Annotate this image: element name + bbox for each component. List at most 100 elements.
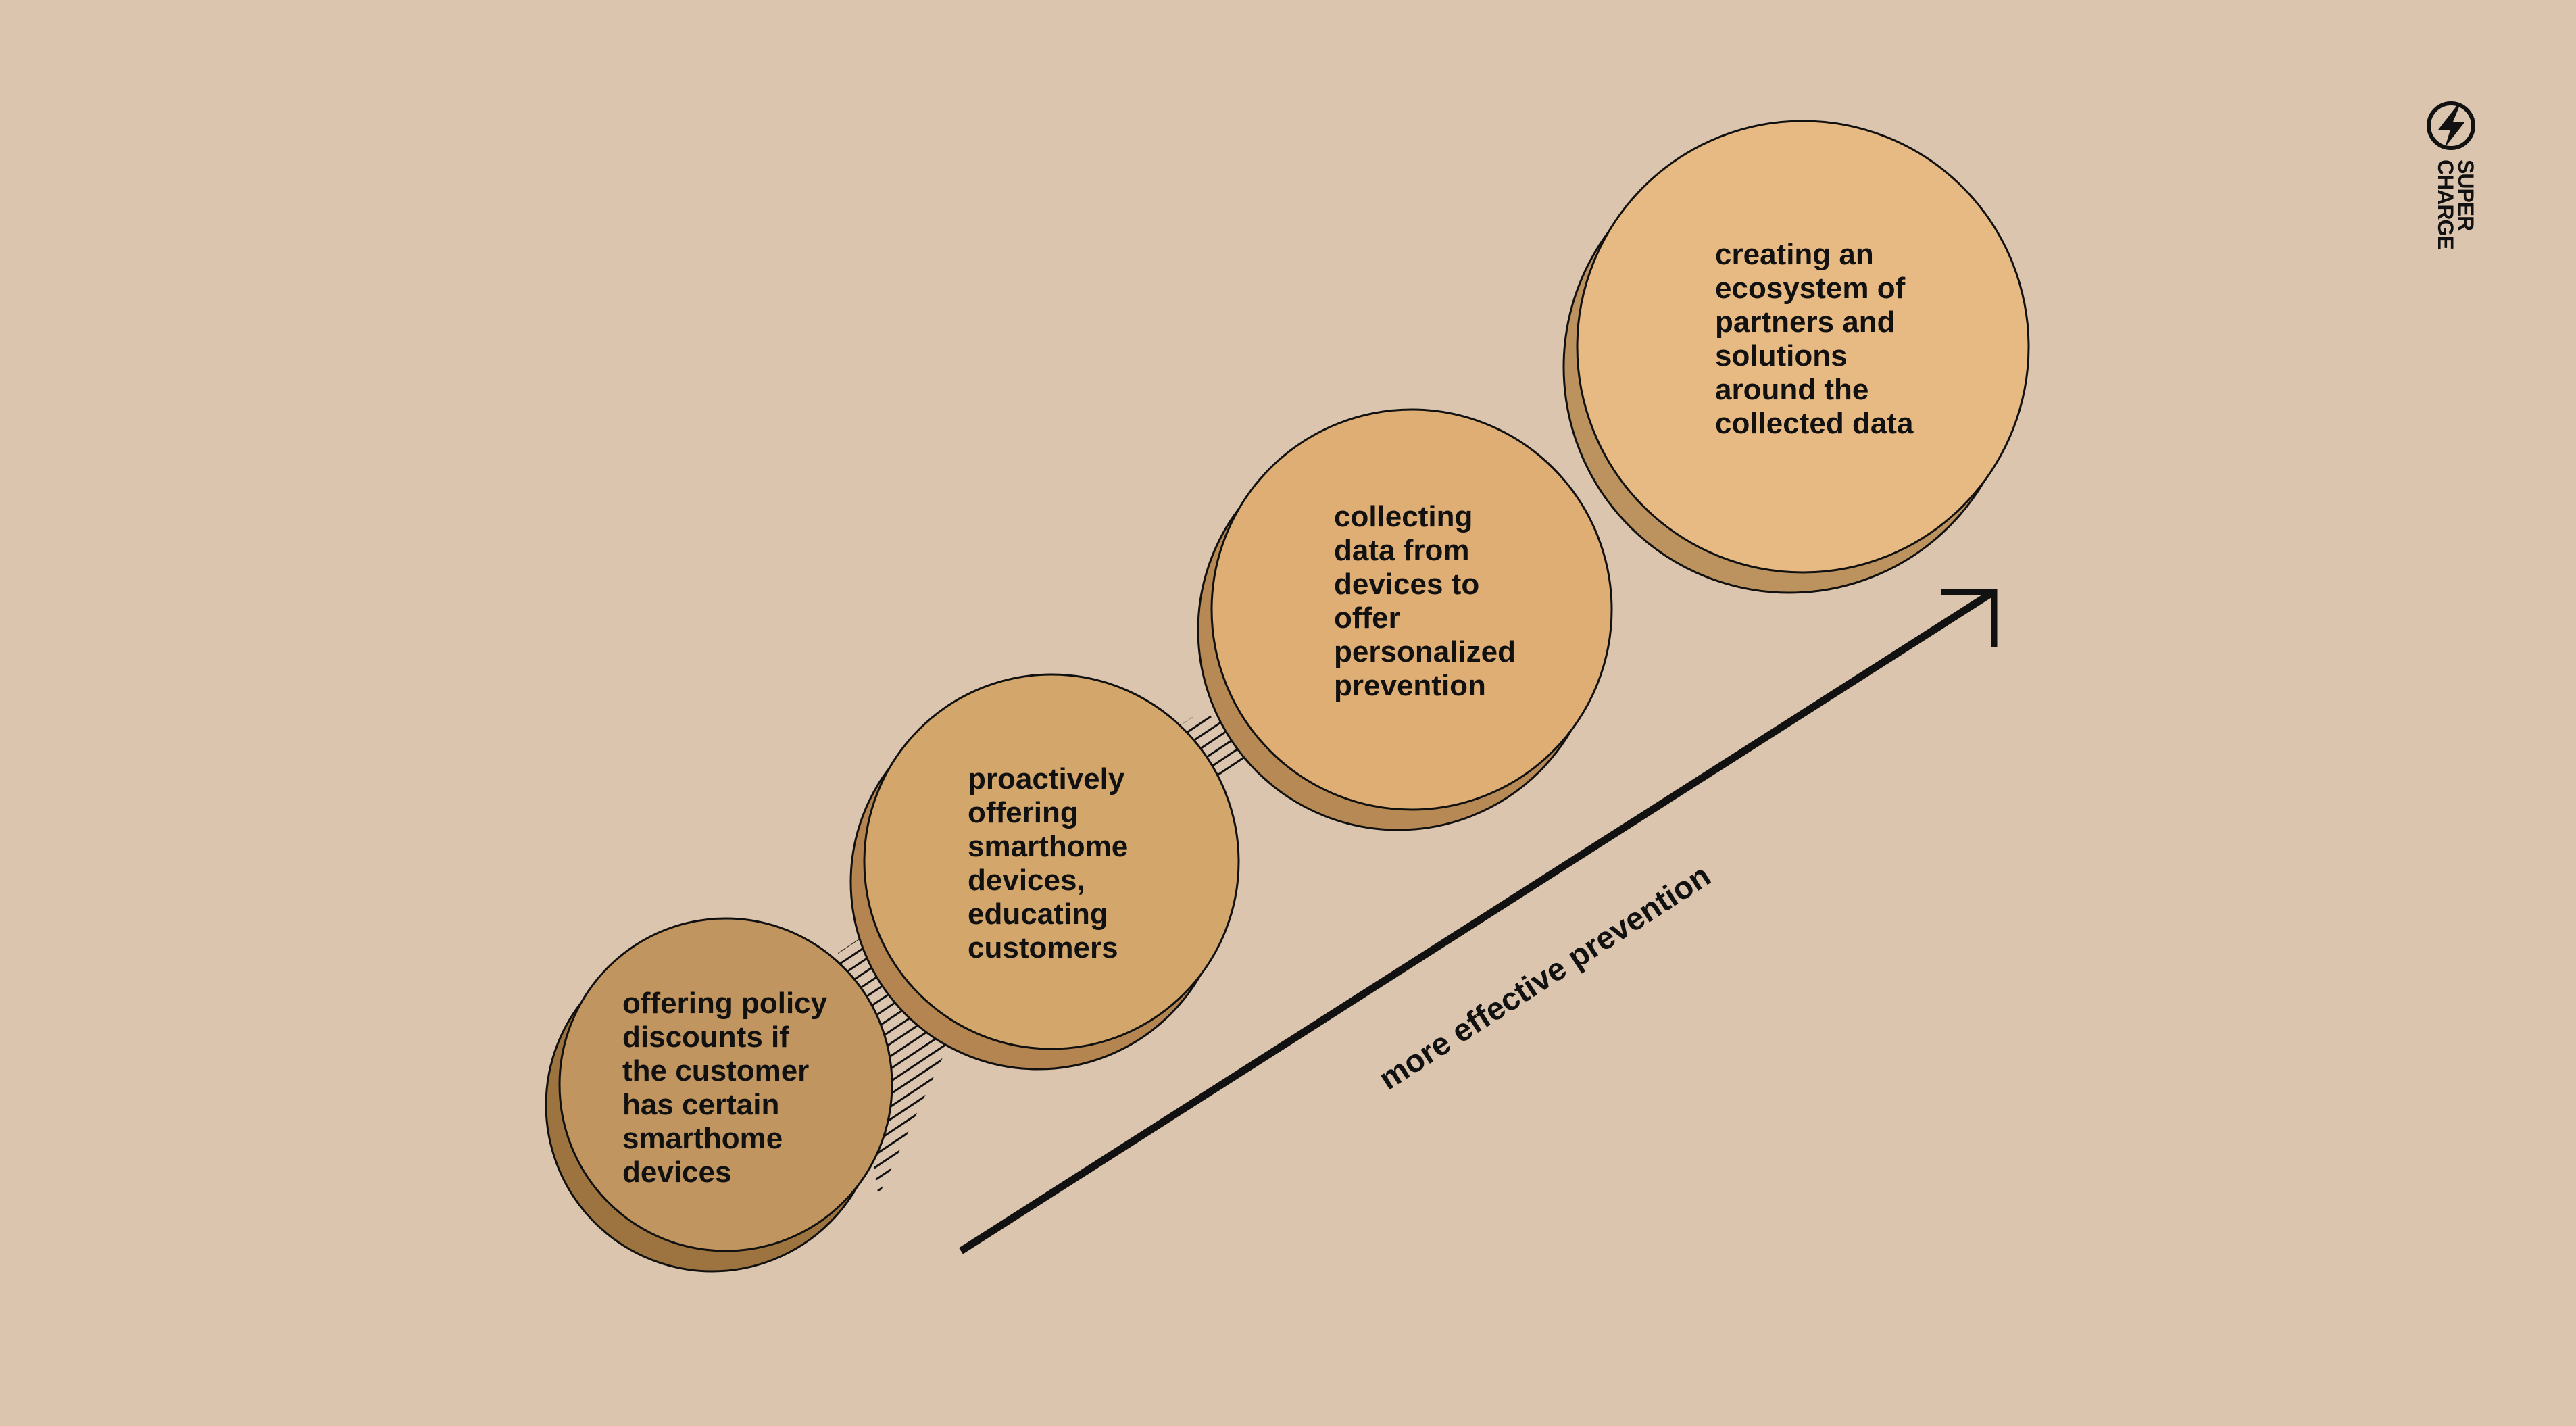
hatch-line: [1854, 715, 2027, 1196]
hatch-line: [0, 716, 114, 1284]
hatch-line: [2535, 716, 2576, 1284]
step-3-text: collecting data from devices to offer pe…: [1334, 500, 1516, 702]
hatch-line: [2573, 716, 2576, 1284]
step-3-circle: [1197, 408, 1613, 831]
hatch-line: [0, 716, 38, 1284]
hatch-line: [2044, 716, 2576, 1284]
hatch-line: [1589, 715, 2027, 1196]
hatch-line: [1797, 715, 2027, 1196]
hatch-line: [2327, 716, 2576, 1284]
hatch-line: [2308, 716, 2576, 1284]
hatched-shadow: [0, 715, 2576, 1284]
hatch-line: [1702, 715, 2027, 1196]
hatch-line: [1418, 715, 2027, 1196]
hatch-line: [0, 716, 170, 1284]
hatch-line: [2176, 716, 2576, 1284]
hatch-line: [1664, 715, 2027, 1196]
hatch-line: [2289, 716, 2576, 1284]
hatch-line: [1891, 715, 2027, 1196]
hatch-line: [1986, 715, 2027, 1196]
hatch-line: [1570, 715, 2027, 1196]
step-1-text: offering policy discounts if the custome…: [622, 987, 828, 1189]
arrow-head: [1941, 589, 1998, 647]
hatch-line: [0, 716, 76, 1284]
hatch-line: [2195, 716, 2576, 1284]
hatch-line: [1551, 715, 2027, 1196]
hatch-line: [0, 716, 95, 1284]
hatch-line: [0, 716, 19, 1284]
hatch-line: [2441, 716, 2576, 1284]
hatch-line: [2252, 716, 2576, 1284]
hatch-line: [0, 716, 322, 1284]
hatch-line: [0, 716, 151, 1284]
hatch-line: [2460, 716, 2576, 1284]
hatch-line: [2081, 716, 2576, 1284]
hatch-line: [0, 716, 227, 1284]
lightning-bolt-icon: [2427, 101, 2475, 150]
hatch-line: [0, 716, 246, 1284]
step-2-circle: [849, 673, 1240, 1071]
hatch-line: [1475, 715, 2027, 1196]
hatch-line: [2100, 716, 2576, 1284]
step-2-text: proactively offering smarthome devices, …: [968, 762, 1129, 964]
hatch-line: [0, 716, 492, 1284]
hatch-line: [2119, 716, 2576, 1284]
hatch-line: [2233, 716, 2576, 1284]
brand-logo-text: SUPER CHARGE: [2433, 159, 2478, 249]
hatch-line: [0, 716, 378, 1284]
hatch-line: [2157, 716, 2576, 1284]
hatch-line: [0, 716, 454, 1284]
hatch-line: [0, 716, 416, 1284]
hatch-line: [1873, 715, 2027, 1196]
hatch-line: [0, 716, 57, 1284]
arrow: [959, 589, 1998, 1254]
hatch-line: [0, 716, 132, 1284]
hatch-line: [0, 716, 605, 1284]
hatch-line: [2422, 716, 2576, 1284]
arrow-shaft: [959, 589, 1994, 1254]
hatch-line: [0, 716, 511, 1284]
hatch-line: [0, 716, 549, 1284]
hatch-line: [1154, 715, 2006, 1196]
step-4-circle-face: [1576, 120, 2030, 574]
hatch-line: [1816, 715, 2027, 1196]
step-1-circle: [545, 917, 893, 1273]
hatch-line: [2024, 715, 2027, 1196]
hatch-line: [0, 716, 303, 1284]
step-3-circle-face: [1210, 408, 1613, 811]
hatch-line: [1778, 715, 2027, 1196]
hatch-line: [0, 716, 662, 1284]
hatch-line: [1627, 715, 2027, 1196]
hatch-line: [0, 716, 568, 1284]
hatch-line: [1683, 715, 2027, 1196]
hatch-line: [1608, 715, 2027, 1196]
hatch-line: [1910, 715, 2027, 1196]
hatch-line: [2479, 716, 2576, 1284]
hatch-line: [1135, 715, 1987, 1196]
step-4-circle: [1562, 120, 2030, 594]
hatch-line: [1494, 715, 2027, 1196]
hatch-line: [1967, 715, 2027, 1196]
hatch-line: [2062, 716, 2576, 1284]
hatch-line: [1721, 715, 2027, 1196]
step-4-text: creating an ecosystem of partners and so…: [1715, 238, 1914, 440]
hatch-line: [0, 716, 643, 1284]
hatch-line: [0, 716, 530, 1284]
hatch-line: [1929, 715, 2027, 1196]
hatch-line: [2517, 716, 2576, 1284]
hatch-line: [2403, 716, 2576, 1284]
hatch-line: [1948, 715, 2027, 1196]
hatch-line: [2138, 716, 2576, 1284]
hatch-line: [2554, 716, 2576, 1284]
hatch-line: [0, 716, 208, 1284]
hatch-line: [0, 716, 360, 1284]
hatch-line: [0, 716, 624, 1284]
hatch-line: [2365, 716, 2576, 1284]
hatch-line: [0, 716, 473, 1284]
hatch-line: [2005, 715, 2027, 1196]
hatch-line: [2271, 716, 2576, 1284]
hatch-line: [2498, 716, 2576, 1284]
hatch-line: [1513, 715, 2027, 1196]
hatch-line: [2214, 716, 2576, 1284]
